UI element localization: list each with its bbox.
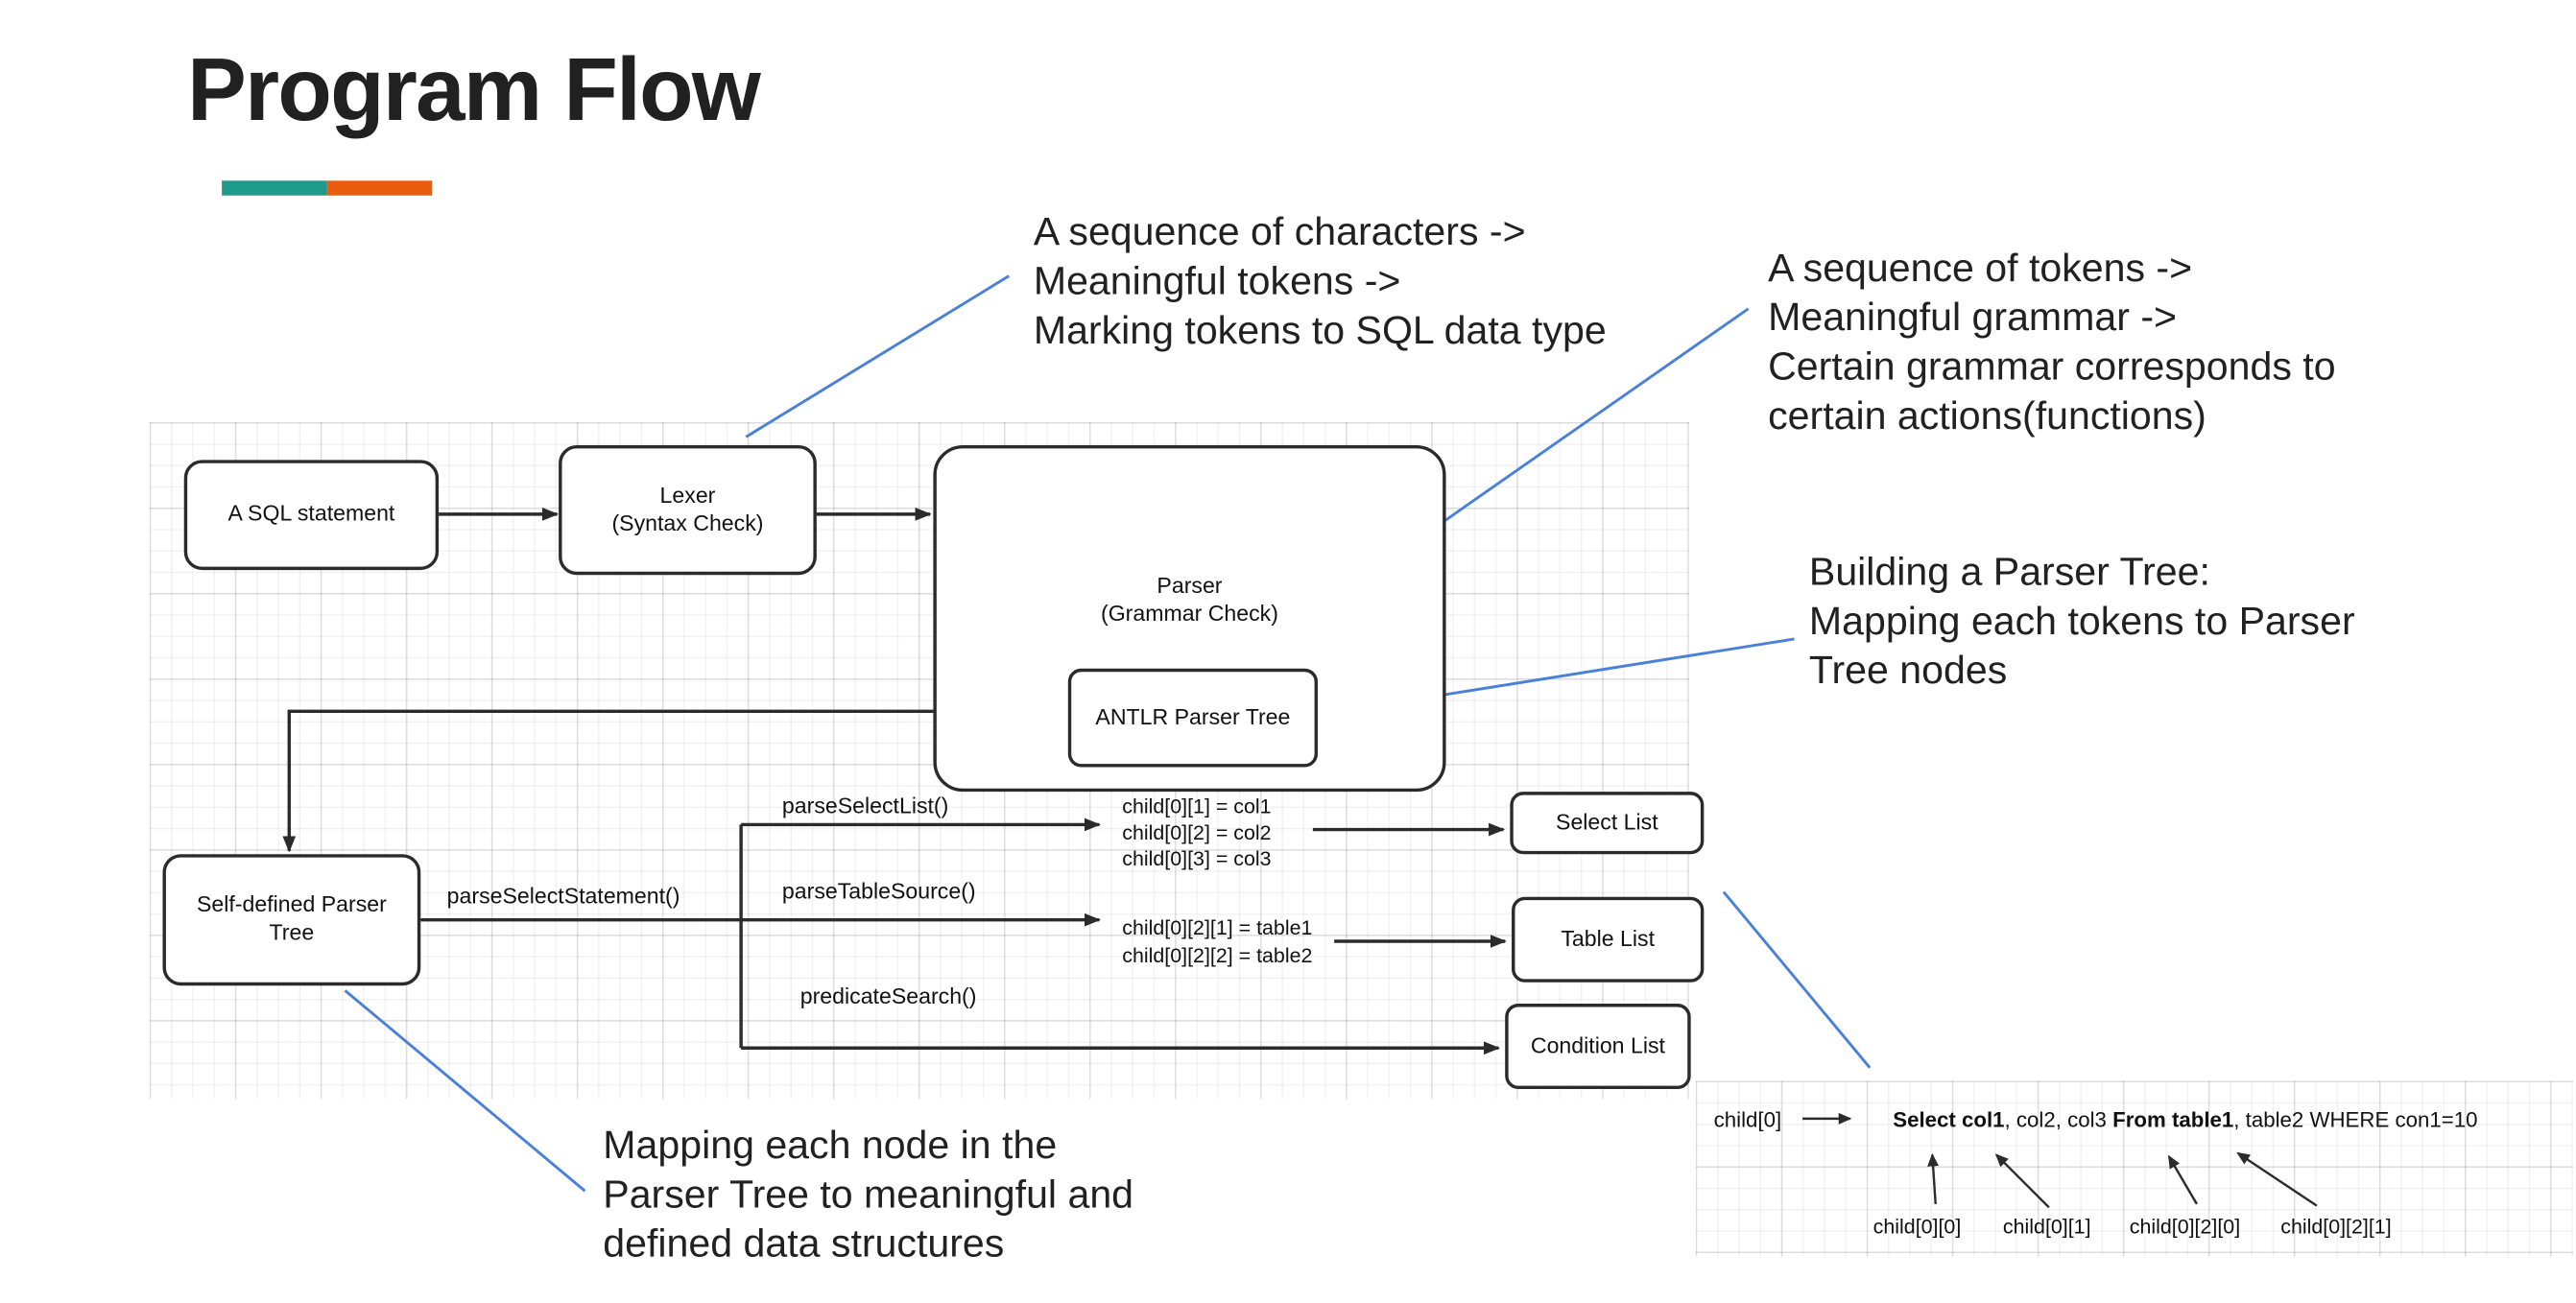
- example-label-child020: child[0][2][0]: [2129, 1215, 2241, 1239]
- assignments-select-columns: child[0][1] = col1 child[0][2] = col2 ch…: [1122, 794, 1271, 872]
- node-antlr-parser-tree: ANTLR Parser Tree: [1067, 668, 1319, 768]
- node-lexer-line1: Lexer: [659, 482, 716, 508]
- node-parser-line2: (Grammar Check): [1101, 600, 1278, 626]
- node-sql-statement-label: A SQL statement: [227, 501, 395, 526]
- annotation-self-tree-line2: Parser Tree to meaningful and: [603, 1173, 1134, 1218]
- annotation-parser-line4: certain actions(functions): [1768, 393, 2206, 439]
- node-lexer-label: Lexer (Syntax Check): [611, 483, 763, 538]
- node-select-list-label: Select List: [1556, 809, 1658, 834]
- sentence-col2-col3: , col2, col3: [2004, 1106, 2113, 1132]
- sentence-select-col1: Select col1: [1893, 1106, 2005, 1132]
- annotation-parser-line3: Certain grammar corresponds to: [1768, 344, 2336, 390]
- annotation-lexer: A sequence of characters -> Meaningful t…: [1034, 208, 1607, 356]
- annotation-lexer-line3: Marking tokens to SQL data type: [1033, 308, 1607, 354]
- node-select-list: Select List: [1510, 792, 1705, 855]
- assignment-table1: child[0][2][1] = table1: [1122, 916, 1313, 940]
- node-self-line1: Self-defined Parser: [196, 891, 387, 917]
- node-self-line2: Tree: [269, 919, 315, 945]
- sentence-table2-where: , table2 WHERE con1=10: [2233, 1106, 2478, 1132]
- annotation-parser-line1: A sequence of tokens ->: [1768, 246, 2193, 292]
- assignment-col2: child[0][2] = col2: [1122, 821, 1272, 844]
- node-sql-statement: A SQL statement: [183, 460, 440, 571]
- title-accent-bar: [222, 180, 433, 196]
- assignment-col1: child[0][1] = col1: [1122, 794, 1272, 818]
- example-label-child021: child[0][2][1]: [2280, 1215, 2392, 1239]
- label-parse-select-list: parseSelectList(): [781, 793, 949, 818]
- annotation-parser-tree-line1: Building a Parser Tree:: [1808, 550, 2210, 595]
- node-antlr-label: ANTLR Parser Tree: [1095, 703, 1291, 729]
- callout-line-example: [1722, 890, 1872, 1069]
- node-condition-list-label: Condition List: [1530, 1032, 1665, 1057]
- label-parse-select-statement: parseSelectStatement(): [446, 884, 680, 909]
- label-parse-table-source: parseTableSource(): [781, 878, 976, 904]
- example-child0-label: child[0]: [1713, 1106, 1782, 1132]
- annotation-parser-tree-line3: Tree nodes: [1808, 649, 2008, 694]
- node-parser-label: Parser (Grammar Check): [1101, 573, 1278, 628]
- accent-bar-teal: [222, 180, 327, 196]
- annotation-parser-tree: Building a Parser Tree: Mapping each tok…: [1809, 549, 2355, 697]
- node-table-list: Table List: [1512, 896, 1705, 983]
- assignments-tables: child[0][2][1] = table1 child[0][2][2] =…: [1122, 915, 1312, 971]
- page-title: Program Flow: [187, 40, 761, 140]
- example-grid-canvas: [1695, 1080, 2573, 1257]
- assignment-table2: child[0][2][2] = table2: [1122, 944, 1313, 968]
- annotation-parser-line2: Meaningful grammar ->: [1768, 296, 2177, 341]
- node-self-label: Self-defined Parser Tree: [197, 892, 387, 948]
- node-self-defined-parser-tree: Self-defined Parser Tree: [162, 854, 421, 986]
- annotation-self-tree-line1: Mapping each node in the: [603, 1124, 1058, 1169]
- label-predicate-search: predicateSearch(): [799, 983, 977, 1009]
- example-sql-sentence: Select col1, col2, col3 From table1, tab…: [1893, 1107, 2477, 1132]
- node-parser-line1: Parser: [1157, 572, 1223, 598]
- annotation-parser-tree-line2: Mapping each tokens to Parser: [1808, 599, 2355, 645]
- node-table-list-label: Table List: [1561, 925, 1656, 951]
- node-condition-list: Condition List: [1505, 1004, 1691, 1090]
- example-label-child00: child[0][0]: [1872, 1215, 1962, 1239]
- callout-line-lexer: [745, 274, 1010, 438]
- annotation-lexer-line2: Meaningful tokens ->: [1033, 259, 1401, 304]
- assignment-col3: child[0][3] = col3: [1122, 847, 1272, 871]
- annotation-parser: A sequence of tokens -> Meaningful gramm…: [1768, 245, 2335, 441]
- node-lexer-line2: (Syntax Check): [611, 509, 764, 535]
- node-lexer: Lexer (Syntax Check): [559, 444, 817, 576]
- accent-bar-orange: [326, 180, 433, 196]
- annotation-self-tree-line3: defined data structures: [603, 1221, 1005, 1267]
- annotation-self-tree: Mapping each node in the Parser Tree to …: [603, 1122, 1133, 1269]
- annotation-lexer-line1: A sequence of characters ->: [1033, 210, 1526, 255]
- sentence-from-table1: From table1: [2112, 1106, 2234, 1132]
- example-label-child01: child[0][1]: [2002, 1215, 2091, 1239]
